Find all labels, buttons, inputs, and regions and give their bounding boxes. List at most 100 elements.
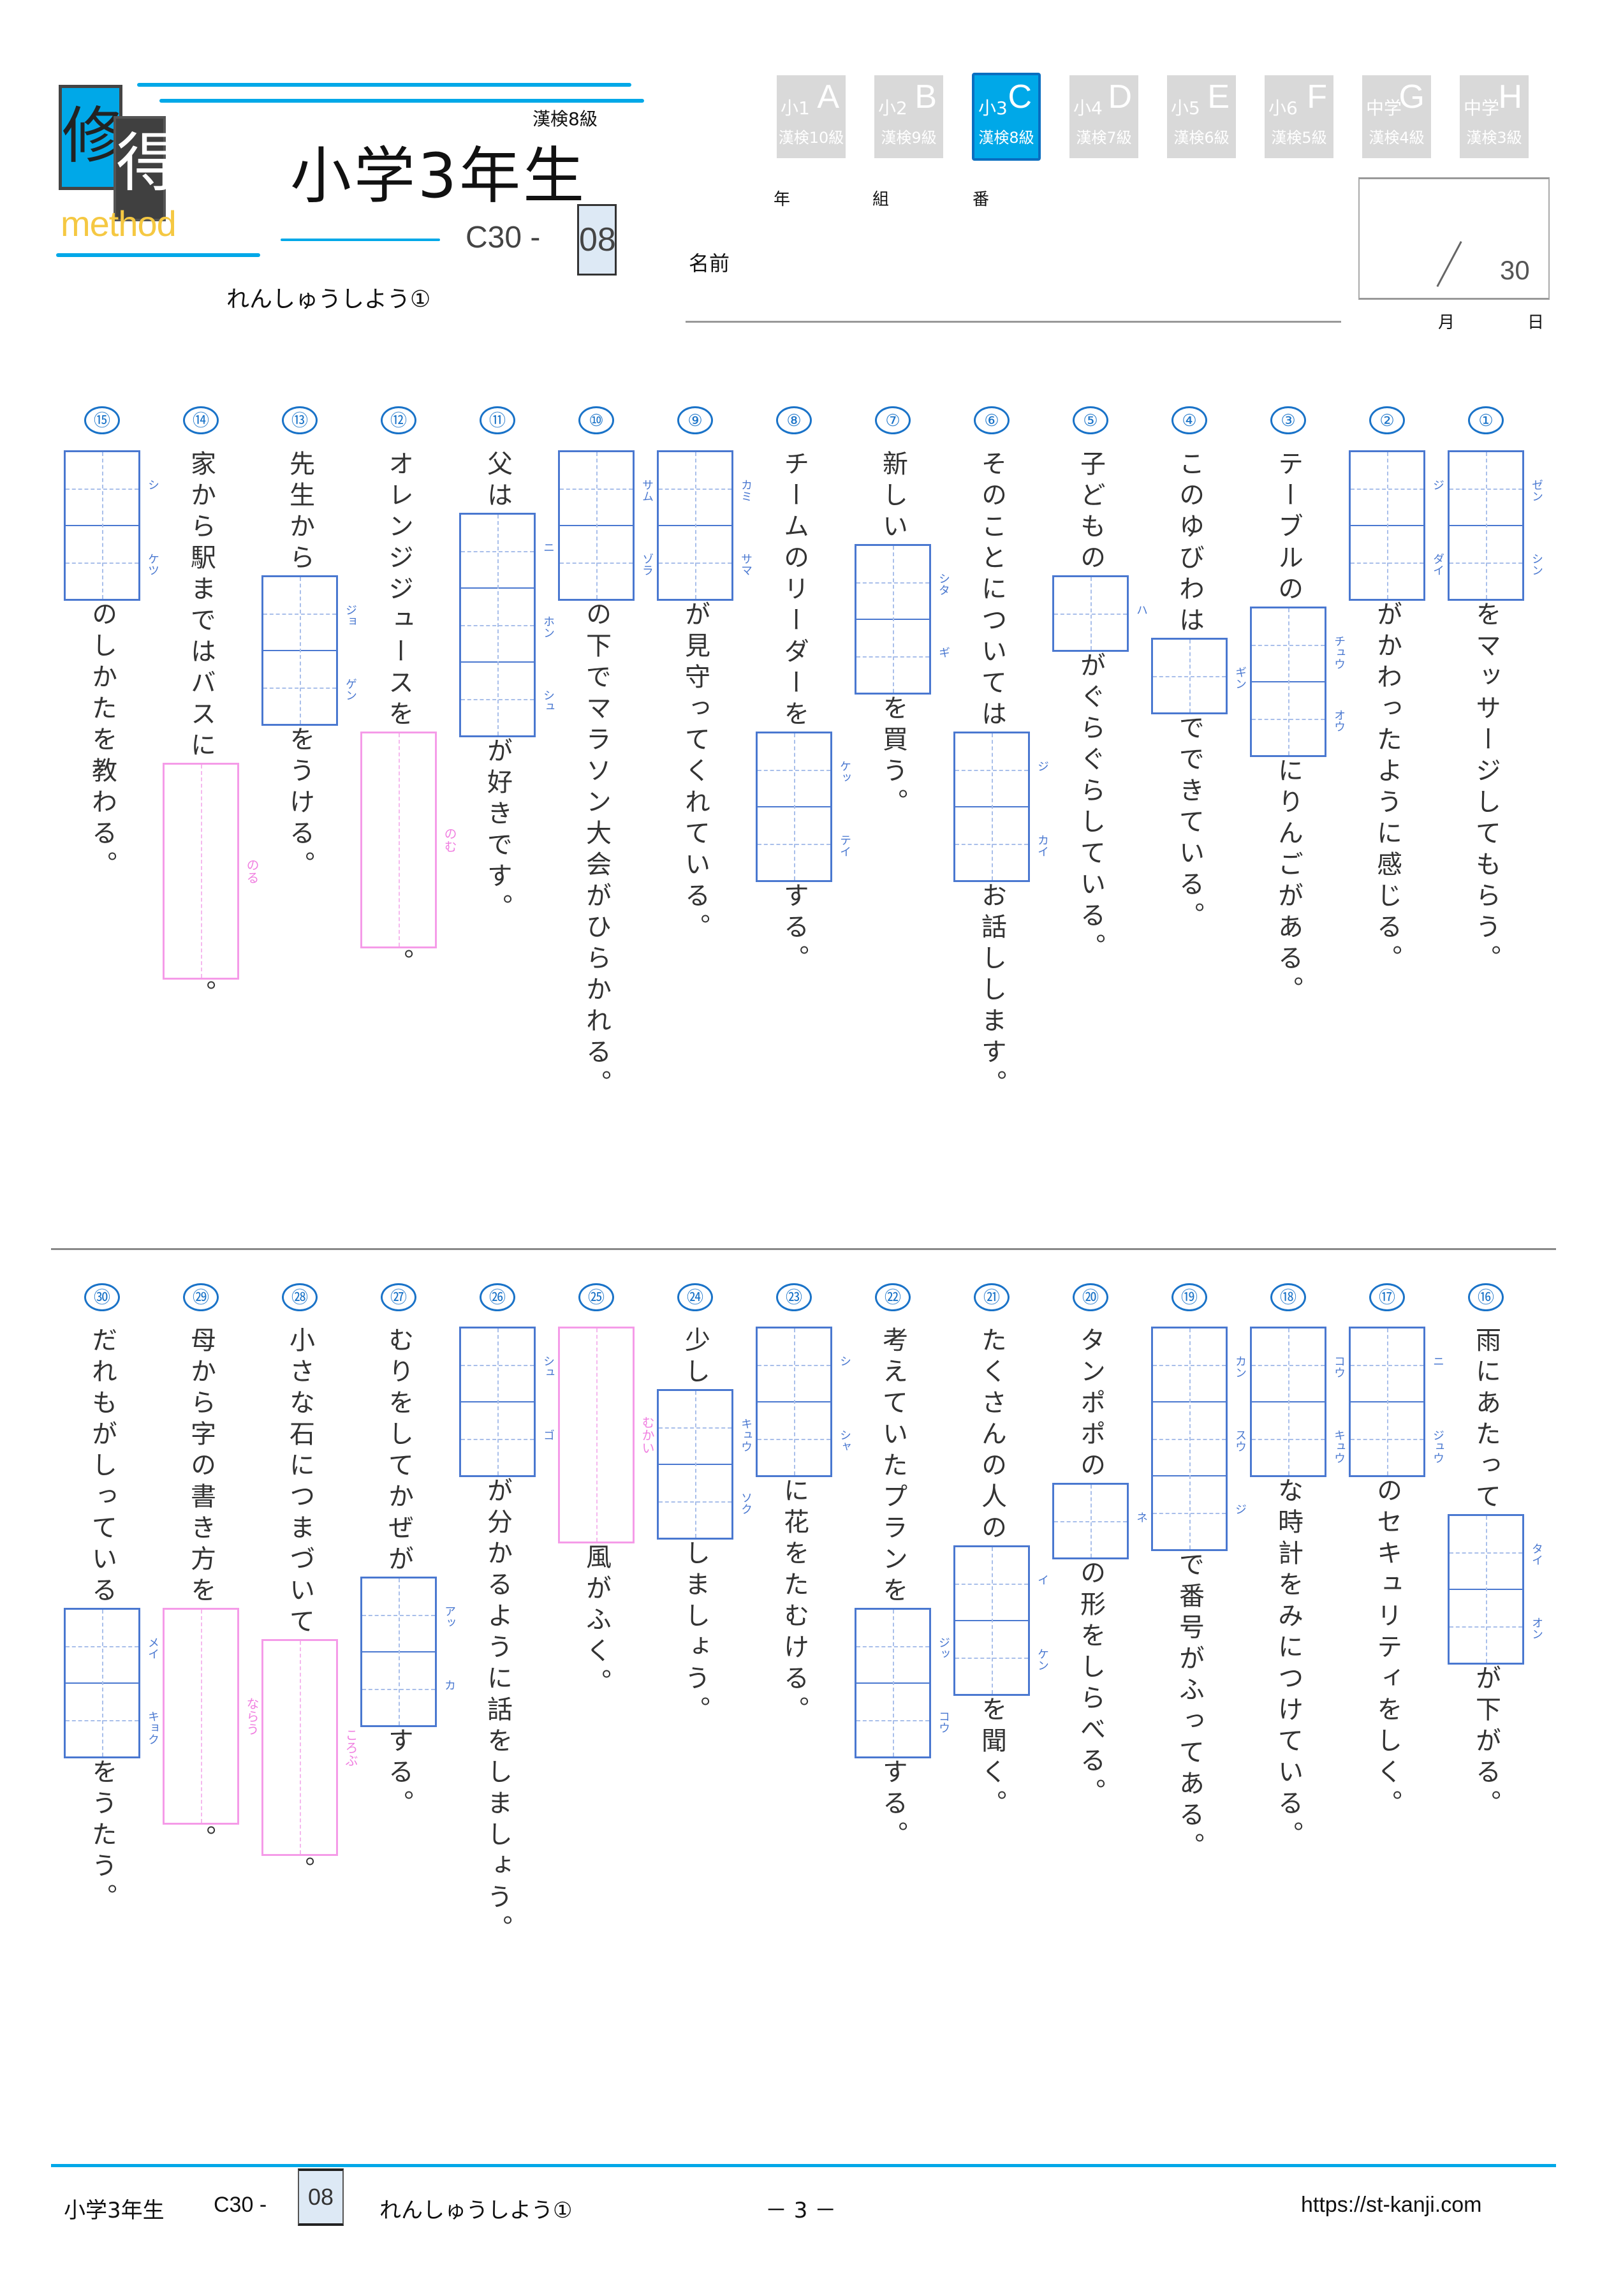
kanji-answer-box[interactable]: ニジュウ <box>1349 1327 1444 1477</box>
kanji-cell[interactable]: カミ <box>659 452 753 526</box>
kanji-answer-box[interactable]: タイオン <box>1448 1514 1543 1665</box>
kanji-answer-box[interactable]: ゼンシン <box>1448 450 1543 601</box>
reading-hint: コウ <box>1332 1355 1346 1378</box>
kanji-cell[interactable]: オン <box>1450 1590 1543 1663</box>
site-url-link[interactable]: https://st-kanji.com <box>1301 2193 1482 2217</box>
kanji-cell[interactable]: シュ <box>461 663 555 735</box>
kanji-answer-box[interactable]: シシャ <box>756 1327 851 1477</box>
kanji-cell[interactable]: オウ <box>1252 682 1346 755</box>
kanji-cell[interactable]: ゲン <box>263 651 357 724</box>
kanji-cell[interactable]: サム <box>560 452 654 526</box>
kanji-cell[interactable]: イ <box>955 1547 1049 1621</box>
kanji-cell[interactable]: コウ <box>856 1684 950 1756</box>
kanji-cell[interactable]: ダイ <box>1351 526 1444 599</box>
kanji-cell[interactable]: ジ <box>1351 452 1444 526</box>
kanji-cell[interactable]: シン <box>1450 526 1543 599</box>
kanji-answer-box[interactable]: イケン <box>953 1545 1049 1696</box>
kanji-cell[interactable]: ニ <box>1351 1328 1444 1402</box>
kanji-cell[interactable]: テイ <box>758 807 851 880</box>
kanji-answer-box[interactable]: ジカイ <box>953 732 1049 882</box>
score-box[interactable] <box>1358 177 1550 300</box>
hiragana-answer-box[interactable]: ころぶ <box>261 1639 358 1856</box>
kanji-cell[interactable]: カイ <box>955 807 1049 880</box>
kanji-cell[interactable]: シタ <box>856 546 950 620</box>
kanji-cell[interactable]: ジュウ <box>1351 1402 1444 1475</box>
kanji-answer-box[interactable]: メイキョク <box>64 1608 159 1758</box>
kanji-answer-box[interactable]: ジダイ <box>1349 450 1444 601</box>
kanji-cell[interactable]: ケツ <box>66 526 159 599</box>
kanji-answer-box[interactable]: ハ <box>1052 575 1148 652</box>
kanji-answer-box[interactable]: ネ <box>1052 1483 1148 1559</box>
kanji-cell[interactable]: ジッ <box>856 1610 950 1684</box>
kanji-answer-box[interactable]: ニホンシュ <box>459 513 555 737</box>
kanji-answer-box[interactable]: ジッコウ <box>855 1608 950 1758</box>
kanji-cell[interactable]: ゼン <box>1450 452 1543 526</box>
hiragana-answer-box[interactable]: のむ <box>360 732 457 948</box>
kanji-cell[interactable]: ソク <box>659 1465 753 1538</box>
kanji-answer-box[interactable]: ジョゲン <box>261 575 357 726</box>
hiragana-answer-box[interactable]: のる <box>163 763 260 980</box>
kanji-cell[interactable]: シュ <box>461 1328 555 1402</box>
kanji-answer-box[interactable]: シタギ <box>855 544 950 695</box>
kanji-answer-box[interactable]: コウキュウ <box>1250 1327 1346 1477</box>
kanji-answer-box[interactable]: ギン <box>1151 638 1247 714</box>
kanji-cell[interactable]: メイ <box>66 1610 159 1684</box>
kanji-cell[interactable]: カン <box>1153 1328 1247 1402</box>
kanji-cell[interactable]: タイ <box>1450 1516 1543 1590</box>
kanji-cell[interactable]: ハ <box>1054 577 1148 650</box>
kanji-cell[interactable]: ギン <box>1153 640 1247 712</box>
kanji-cell[interactable]: コウ <box>1252 1328 1346 1402</box>
kanji-cell[interactable]: ジ <box>955 733 1049 807</box>
kanji-cell[interactable]: ネ <box>1054 1485 1148 1557</box>
reading-hint: ケン <box>1036 1648 1049 1671</box>
question-23: シシャに花をたむける。 <box>756 1327 851 1727</box>
kanji-cell[interactable]: キュウ <box>1252 1402 1346 1475</box>
kanji-cell[interactable]: キュウ <box>659 1391 753 1465</box>
kanji-cell[interactable]: アッ <box>362 1578 456 1652</box>
kanji-cell[interactable]: ギ <box>856 620 950 693</box>
kanji-cell[interactable]: ジ <box>1153 1476 1247 1549</box>
kanji-cell[interactable]: ケッ <box>758 733 851 807</box>
kanji-answer-box[interactable]: チュウオウ <box>1250 607 1346 757</box>
hiragana-answer-box[interactable]: ならう <box>163 1608 260 1825</box>
kanji-answer-box[interactable]: シュゴ <box>459 1327 555 1477</box>
kanji-cell[interactable]: チュウ <box>1252 608 1346 682</box>
question-4: このゆびわはギンでできている。 <box>1151 450 1247 933</box>
kanji-cell[interactable]: スウ <box>1153 1402 1247 1476</box>
kanji-answer-box[interactable]: キュウソク <box>657 1389 753 1540</box>
reading-hint: オン <box>1530 1617 1543 1640</box>
kanji-cell[interactable]: サマ <box>659 526 753 599</box>
kanji-answer-box[interactable]: サムゾラ <box>558 450 654 601</box>
question-text: が好きです。 <box>483 737 512 925</box>
kanji-cell[interactable]: ジョ <box>263 577 357 651</box>
kanji-cell[interactable]: ケン <box>955 1621 1049 1694</box>
reading-hint: シタ <box>937 573 950 596</box>
kanji-cell[interactable]: シ <box>66 452 159 526</box>
kanji-cell[interactable]: カ <box>362 1652 456 1725</box>
kanji-cell[interactable]: シャ <box>758 1402 851 1475</box>
kanji-answer-box[interactable]: シケツ <box>64 450 159 601</box>
kanji-cell[interactable]: ゴ <box>461 1402 555 1475</box>
name-input-line[interactable] <box>686 321 1341 323</box>
kanji-answer-box[interactable]: カミサマ <box>657 450 753 601</box>
day-label: 日 <box>1527 313 1545 332</box>
kanji-answer-box[interactable]: ケッテイ <box>756 732 851 882</box>
kanji-cell[interactable]: キョク <box>66 1684 159 1756</box>
kanji-answer-box[interactable]: カンスウジ <box>1151 1327 1247 1551</box>
reading-hint: ころぶ <box>343 1728 358 1767</box>
kanji-cell[interactable]: ゾラ <box>560 526 654 599</box>
kanji-cell[interactable]: シ <box>758 1328 851 1402</box>
question-14: 家から駅まではバスにのる。 <box>163 450 260 1011</box>
kanji-answer-box[interactable]: アッカ <box>360 1577 456 1727</box>
kanji-cell[interactable]: ニ <box>461 515 555 589</box>
hiragana-answer-box[interactable]: むかい <box>558 1327 655 1543</box>
kanji-cell[interactable]: ホン <box>461 589 555 663</box>
